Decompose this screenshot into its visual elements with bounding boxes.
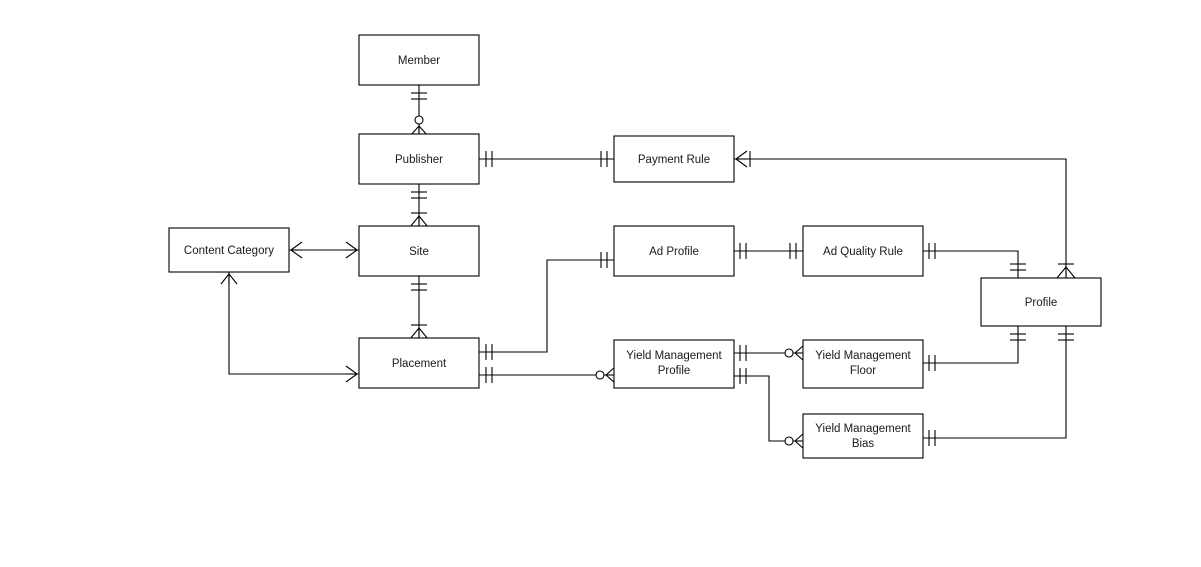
marker-one-site-bottom [411, 283, 427, 291]
connector-payment-profile[interactable] [734, 158, 1067, 278]
entity-ad-profile[interactable]: Ad Profile [613, 225, 735, 277]
marker-one-ymprofile-right-upper [739, 345, 747, 361]
marker-zero-or-many-publisher-top [409, 115, 429, 137]
marker-zero-or-many-ymbias-left [784, 432, 805, 450]
marker-many-site-left [345, 241, 358, 259]
entity-member[interactable]: Member [358, 34, 480, 86]
marker-one-placement-right-lower [485, 367, 493, 383]
entity-profile[interactable]: Profile [980, 277, 1102, 327]
marker-one-or-many-profile-top-right [1056, 263, 1076, 279]
marker-many-placement-left [345, 365, 358, 383]
marker-one-placement-right-upper [485, 344, 493, 360]
marker-one-profile-top-left [1010, 263, 1026, 271]
marker-one-profile-bottom-left [1010, 333, 1026, 341]
entity-publisher[interactable]: Publisher [358, 133, 480, 185]
connector-ymprofile-ymbias[interactable] [734, 375, 803, 442]
entity-ad-quality-rule[interactable]: Ad Quality Rule [802, 225, 924, 277]
entity-placement[interactable]: Placement [358, 337, 480, 389]
entity-yield-management-profile[interactable]: Yield Management Profile [613, 339, 735, 389]
marker-one-ymbias-right [928, 430, 936, 446]
entity-yield-management-bias[interactable]: Yield Management Bias [802, 413, 924, 459]
marker-one-adquality-left [789, 243, 797, 259]
marker-one-adprofile-left [600, 252, 608, 268]
marker-one-ymfloor-right [928, 355, 936, 371]
entity-content-category[interactable]: Content Category [168, 227, 290, 273]
connector-ymbias-profile[interactable] [923, 326, 1067, 439]
connector-content-placement[interactable] [228, 272, 359, 375]
marker-one-publisher-bottom [411, 191, 427, 199]
marker-one-or-many-payment-right [735, 150, 751, 168]
marker-one-adquality-right [928, 243, 936, 259]
marker-many-content-bottom [220, 273, 238, 285]
marker-many-content-right [290, 241, 303, 259]
marker-one-adprofile-right [739, 243, 747, 259]
entity-site[interactable]: Site [358, 225, 480, 277]
marker-one-or-many-site-top [409, 212, 429, 228]
marker-one-profile-bottom-right [1058, 333, 1074, 341]
connector-adquality-profile[interactable] [923, 250, 1019, 278]
marker-one-member-bottom [411, 92, 427, 100]
entity-yield-management-floor[interactable]: Yield Management Floor [802, 339, 924, 389]
marker-one-publisher-right [485, 151, 493, 167]
connector-placement-adprofile[interactable] [479, 259, 614, 353]
marker-one-payment-left [600, 151, 608, 167]
entity-payment-rule[interactable]: Payment Rule [613, 135, 735, 183]
marker-one-ymprofile-right-lower [739, 368, 747, 384]
marker-one-or-many-placement-top [409, 324, 429, 340]
entity-layer: Member Publisher Site Content Category P… [168, 34, 1102, 459]
connector-ymfloor-profile[interactable] [923, 326, 1019, 364]
